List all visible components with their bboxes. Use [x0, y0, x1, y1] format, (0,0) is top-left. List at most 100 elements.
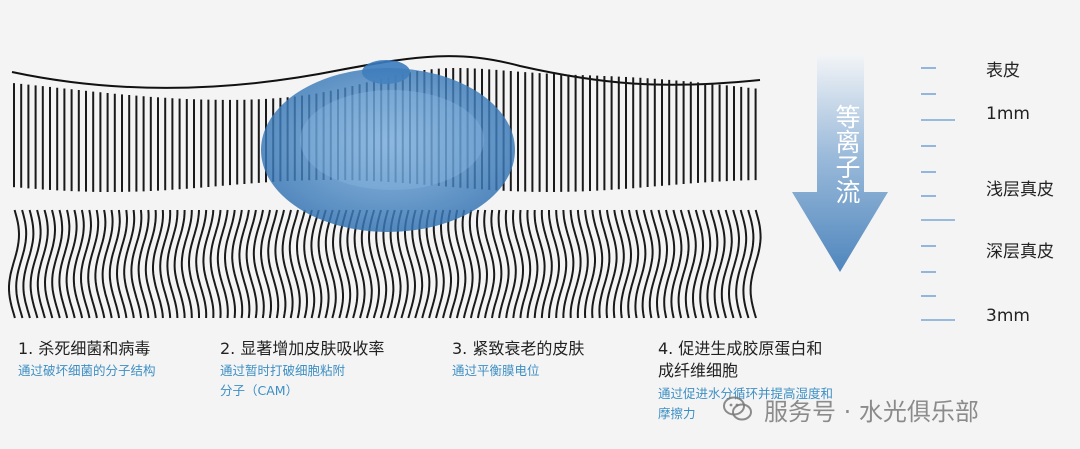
dermis-wave-line — [533, 209, 546, 319]
dermis-wave-line — [259, 209, 273, 319]
dermis-wave-line — [252, 209, 265, 319]
dermis-wave-field — [8, 209, 762, 319]
dermis-wave-line — [267, 209, 280, 319]
caption-2-subtitle: 通过暂时打破细胞粘附 分子（CAM） — [220, 363, 346, 398]
dermis-wave-line — [288, 209, 301, 319]
dermis-wave-line — [569, 209, 582, 319]
dermis-wave-line — [137, 209, 150, 319]
dermis-wave-line — [202, 209, 215, 319]
dermis-wave-line — [274, 209, 287, 319]
dermis-wave-line — [303, 209, 316, 319]
dermis-wave-line — [58, 209, 71, 319]
dermis-wave-line — [504, 209, 517, 319]
dermis-wave-line — [612, 209, 625, 319]
dermis-wave-line — [324, 209, 337, 319]
dermis-wave-line — [173, 209, 186, 319]
dermis-wave-line — [490, 209, 503, 319]
dermis-wave-line — [223, 209, 237, 319]
dermis-wave-line — [555, 209, 568, 319]
dermis-wave-line — [655, 209, 669, 319]
dermis-wave-line — [713, 209, 726, 319]
caption-1-subtitle: 通过破坏细菌的分子结构 — [18, 363, 156, 378]
dermis-wave-line — [8, 209, 21, 319]
watermark-text: 服务号 · 水光俱乐部 — [764, 397, 979, 426]
dermis-wave-line — [511, 209, 525, 319]
dermis-wave-line — [439, 209, 452, 319]
dermis-wave-line — [591, 209, 604, 319]
dermis-wave-line — [115, 209, 129, 319]
dermis-wave-line — [691, 209, 705, 319]
dermis-wave-line — [331, 209, 344, 319]
dermis-wave-line — [562, 209, 575, 318]
dermis-wave-line — [605, 209, 618, 319]
dermis-wave-line — [144, 209, 157, 319]
dermis-wave-line — [87, 209, 100, 319]
dermis-wave-line — [339, 209, 352, 319]
dermis-wave-line — [79, 209, 93, 319]
caption-3-title: 3. 紧致衰老的皮肤 — [452, 339, 585, 358]
dermis-wave-line — [620, 209, 633, 319]
dermis-wave-line — [281, 209, 294, 319]
dermis-wave-line — [432, 209, 445, 319]
dermis-wave-line — [576, 209, 589, 319]
dermis-wave-line — [108, 209, 121, 319]
scale-label-deep-dermis: 深层真皮 — [986, 242, 1054, 262]
scale-label-3mm: 3mm — [986, 306, 1030, 326]
dermis-wave-line — [231, 209, 244, 319]
caption-2-title: 2. 显著增加皮肤吸收率 — [220, 339, 385, 358]
dermis-wave-line — [51, 209, 64, 319]
depth-scale — [921, 67, 955, 321]
dermis-wave-line — [598, 209, 611, 319]
plasma-flow-label: 等离子流 — [832, 104, 861, 204]
dermis-wave-line — [447, 209, 460, 319]
dermis-wave-line — [548, 210, 561, 319]
dermis-wave-line — [648, 209, 661, 319]
dermis-wave-line — [101, 209, 114, 319]
watermark: 服务号 · 水光俱乐部 — [722, 392, 979, 426]
plasma-flow-arrow — [792, 55, 888, 272]
dermis-wave-line — [742, 209, 755, 319]
dermis-wave-line — [684, 209, 697, 319]
dermis-wave-line — [166, 210, 179, 319]
dermis-wave-line — [497, 209, 510, 319]
dermis-wave-line — [634, 209, 647, 319]
caption-4-subtitle: 通过促进水分循环并提高湿度和 摩擦力 — [658, 386, 834, 421]
dermis-wave-line — [130, 209, 143, 319]
dermis-wave-line — [346, 209, 359, 319]
dermis-wave-line — [195, 209, 208, 319]
dermis-wave-line — [706, 209, 719, 319]
scale-label-1mm: 1mm — [986, 104, 1030, 124]
dermis-wave-line — [670, 209, 683, 319]
dermis-wave-line — [663, 209, 676, 319]
dermis-wave-line — [461, 209, 474, 319]
caption-4-title: 4. 促进生成胶原蛋白和 成纤维细胞 — [658, 339, 823, 380]
dermis-wave-line — [475, 209, 489, 319]
dermis-wave-line — [749, 209, 762, 319]
caption-3-subtitle: 通过平衡膜电位 — [452, 363, 540, 378]
dermis-wave-line — [245, 209, 258, 319]
dermis-wave-line — [123, 209, 136, 319]
dermis-wave-line — [36, 209, 49, 319]
plasma-bubble — [261, 60, 515, 232]
dermis-wave-line — [22, 209, 35, 319]
dermis-wave-line — [238, 209, 251, 319]
dermis-wave-line — [180, 209, 193, 319]
dermis-wave-line — [43, 209, 57, 319]
dermis-wave-line — [526, 209, 539, 319]
dermis-wave-line — [519, 209, 532, 319]
wechat-icon — [723, 396, 752, 421]
dermis-wave-line — [540, 209, 553, 319]
dermis-wave-line — [65, 209, 78, 319]
dermis-wave-line — [295, 209, 309, 319]
dermis-wave-line — [677, 209, 690, 319]
dermis-wave-line — [72, 209, 85, 319]
dermis-wave-line — [310, 209, 323, 319]
dermis-wave-line — [159, 209, 172, 319]
dermis-wave-line — [735, 209, 748, 319]
dermis-wave-line — [699, 209, 712, 319]
dermis-wave-line — [29, 209, 42, 319]
dermis-wave-line — [187, 209, 200, 318]
dermis-wave-line — [152, 209, 165, 319]
dermis-wave-line — [727, 209, 741, 319]
